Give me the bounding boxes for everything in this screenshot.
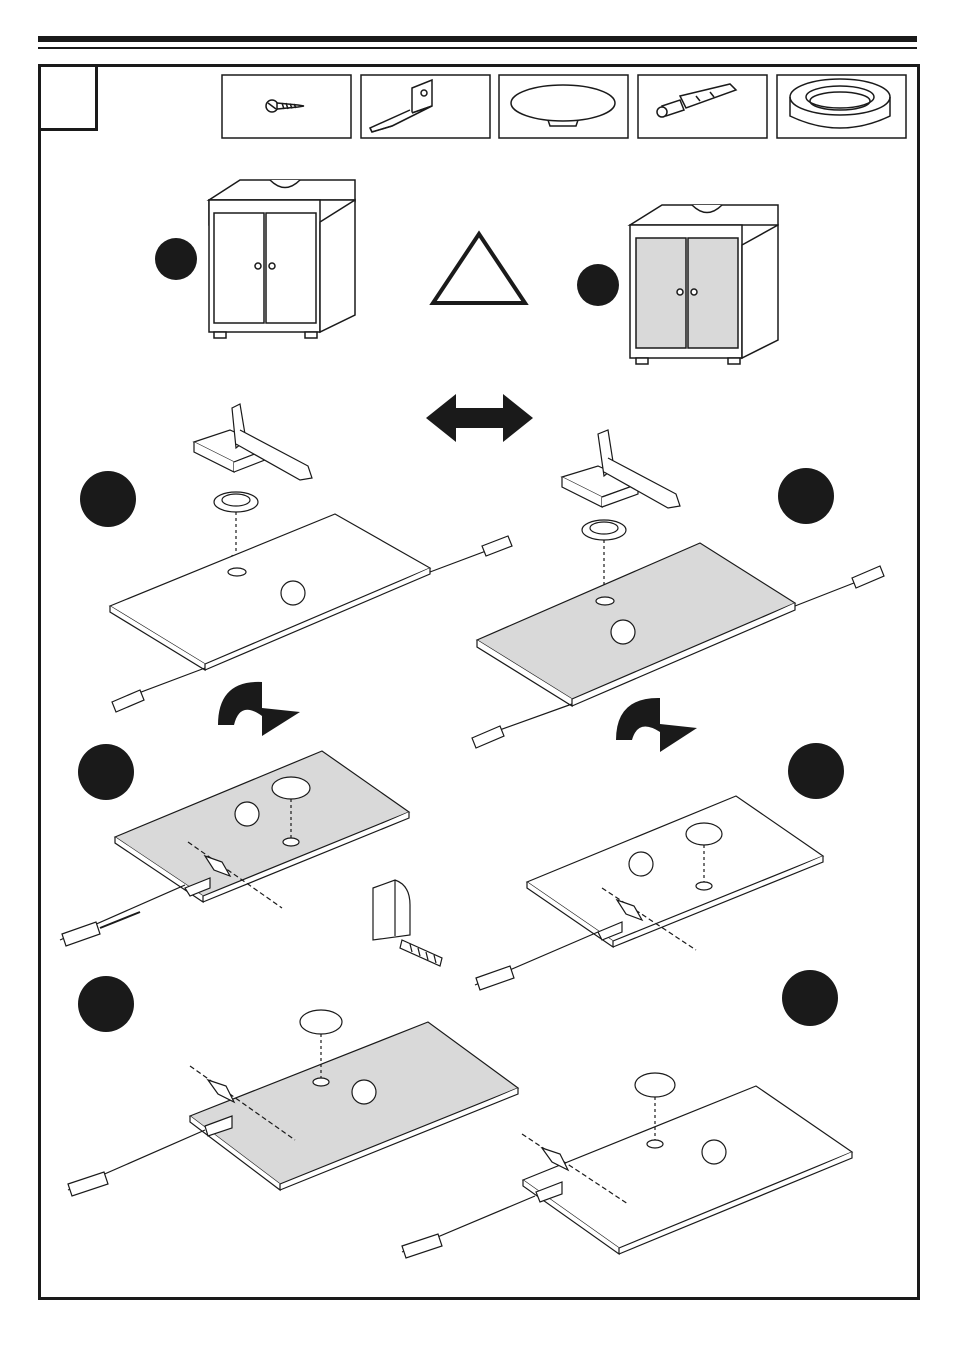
panel-row3-right <box>401 1072 854 1259</box>
panel-row1-right <box>471 429 885 749</box>
cap-icon <box>510 84 616 127</box>
step-marker-4 <box>788 743 844 799</box>
rotate-arrow-icon-right <box>616 697 697 752</box>
bracket-icon <box>368 78 433 133</box>
tape-measure-icon <box>372 879 443 967</box>
panel-row1-left <box>108 403 513 713</box>
instruction-frame <box>38 64 920 1300</box>
panel-row2-right <box>474 795 825 991</box>
part-box-dowel <box>637 74 768 139</box>
panel-row3-left <box>67 1009 520 1197</box>
hammer-icon <box>192 403 313 481</box>
screw-icon <box>265 99 305 113</box>
header-rule-thick <box>38 36 917 42</box>
step-marker-5 <box>78 976 134 1032</box>
rotate-arrow-icon-left <box>218 681 300 736</box>
step-marker-1 <box>80 471 136 527</box>
panel-row2-left <box>59 750 411 947</box>
dowel-icon <box>656 83 738 118</box>
header-rule-thin <box>38 47 917 49</box>
step-marker-3 <box>78 744 134 800</box>
warning-triangle-icon <box>429 230 529 305</box>
parts-row <box>221 74 907 139</box>
step-number-box <box>38 64 98 131</box>
variant-a-marker <box>155 238 197 280</box>
swap-arrow-icon <box>426 394 533 442</box>
variant-b-marker <box>577 264 619 306</box>
hammer-icon-2 <box>560 429 681 509</box>
grommet-icon <box>789 78 891 129</box>
cabinet-variant-b <box>627 204 779 365</box>
step-marker-2 <box>778 468 834 524</box>
cabinet-variant-a <box>206 179 356 339</box>
step-marker-6 <box>782 970 838 1026</box>
